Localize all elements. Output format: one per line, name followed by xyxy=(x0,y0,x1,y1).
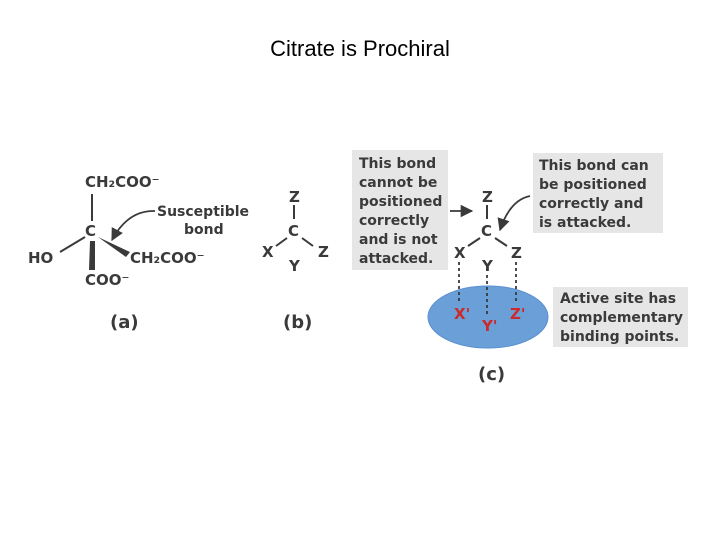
c-note-left-box xyxy=(352,150,448,270)
a-wedge-bond-bottom xyxy=(89,241,95,270)
c-right: Z xyxy=(511,244,522,262)
a-annotation-line1: Susceptible xyxy=(157,204,249,220)
a-right-group: CH₂COO⁻ xyxy=(130,249,205,267)
a-bottom-group: COO⁻ xyxy=(85,271,129,289)
c-note-left-line2: cannot be xyxy=(359,175,437,191)
c-note-site-box xyxy=(553,287,688,347)
b-bond-right xyxy=(301,237,314,247)
c-bond-right xyxy=(494,237,508,247)
b-bottom: Y xyxy=(288,257,301,275)
c-arrow-right xyxy=(497,195,531,232)
b-center: C xyxy=(288,222,299,240)
c-panel-label: (c) xyxy=(478,364,505,385)
c-note-right-line2: be positioned xyxy=(539,177,647,193)
c-note-left-line5: and is not xyxy=(359,232,438,248)
a-bond-left xyxy=(59,236,86,253)
c-note-left-line1: This bond xyxy=(359,156,436,172)
c-site-z: Z' xyxy=(510,305,525,323)
b-top: Z xyxy=(289,188,300,206)
c-site-x: X' xyxy=(454,305,470,323)
c-bottom: Y xyxy=(481,257,494,275)
a-wedge-bond-right xyxy=(98,237,130,257)
a-susceptible-arrow xyxy=(111,210,156,242)
a-annotation-line2: bond xyxy=(184,222,224,238)
c-note-right-box xyxy=(533,153,663,233)
c-note-left-line4: correctly xyxy=(359,213,429,229)
b-left: X xyxy=(262,243,274,261)
a-left-group: HO xyxy=(28,249,53,267)
a-center-carbon: C xyxy=(85,222,96,240)
a-top-group: CH₂COO⁻ xyxy=(85,173,160,191)
b-panel-label: (b) xyxy=(283,312,312,333)
c-note-right-line1: This bond can xyxy=(539,158,649,174)
slide-title: Citrate is Prochiral xyxy=(270,36,450,61)
b-bond-left xyxy=(275,237,288,247)
panel-a: CH₂COO⁻ C HO CH₂COO⁻ COO⁻ Susceptible bo… xyxy=(28,173,249,333)
c-left: X xyxy=(454,244,466,262)
c-site-y: Y' xyxy=(481,317,497,335)
panel-c: This bond cannot be positioned correctly… xyxy=(352,150,688,385)
c-note-right-line3: correctly and xyxy=(539,196,643,212)
c-note-left-line3: positioned xyxy=(359,194,442,210)
c-active-site xyxy=(427,285,549,349)
a-panel-label: (a) xyxy=(110,312,139,333)
c-bond-left xyxy=(467,237,481,247)
c-note-site-line2: complementary xyxy=(560,310,683,326)
c-top: Z xyxy=(482,188,493,206)
c-note-site-line1: Active site has xyxy=(560,291,676,307)
panel-b: Z C X Z Y (b) xyxy=(262,188,329,333)
c-center: C xyxy=(481,222,492,240)
b-right: Z xyxy=(318,243,329,261)
c-note-site-line3: binding points. xyxy=(560,329,679,345)
c-note-left-line6: attacked. xyxy=(359,251,433,267)
c-note-right-line4: is attacked. xyxy=(539,215,631,231)
